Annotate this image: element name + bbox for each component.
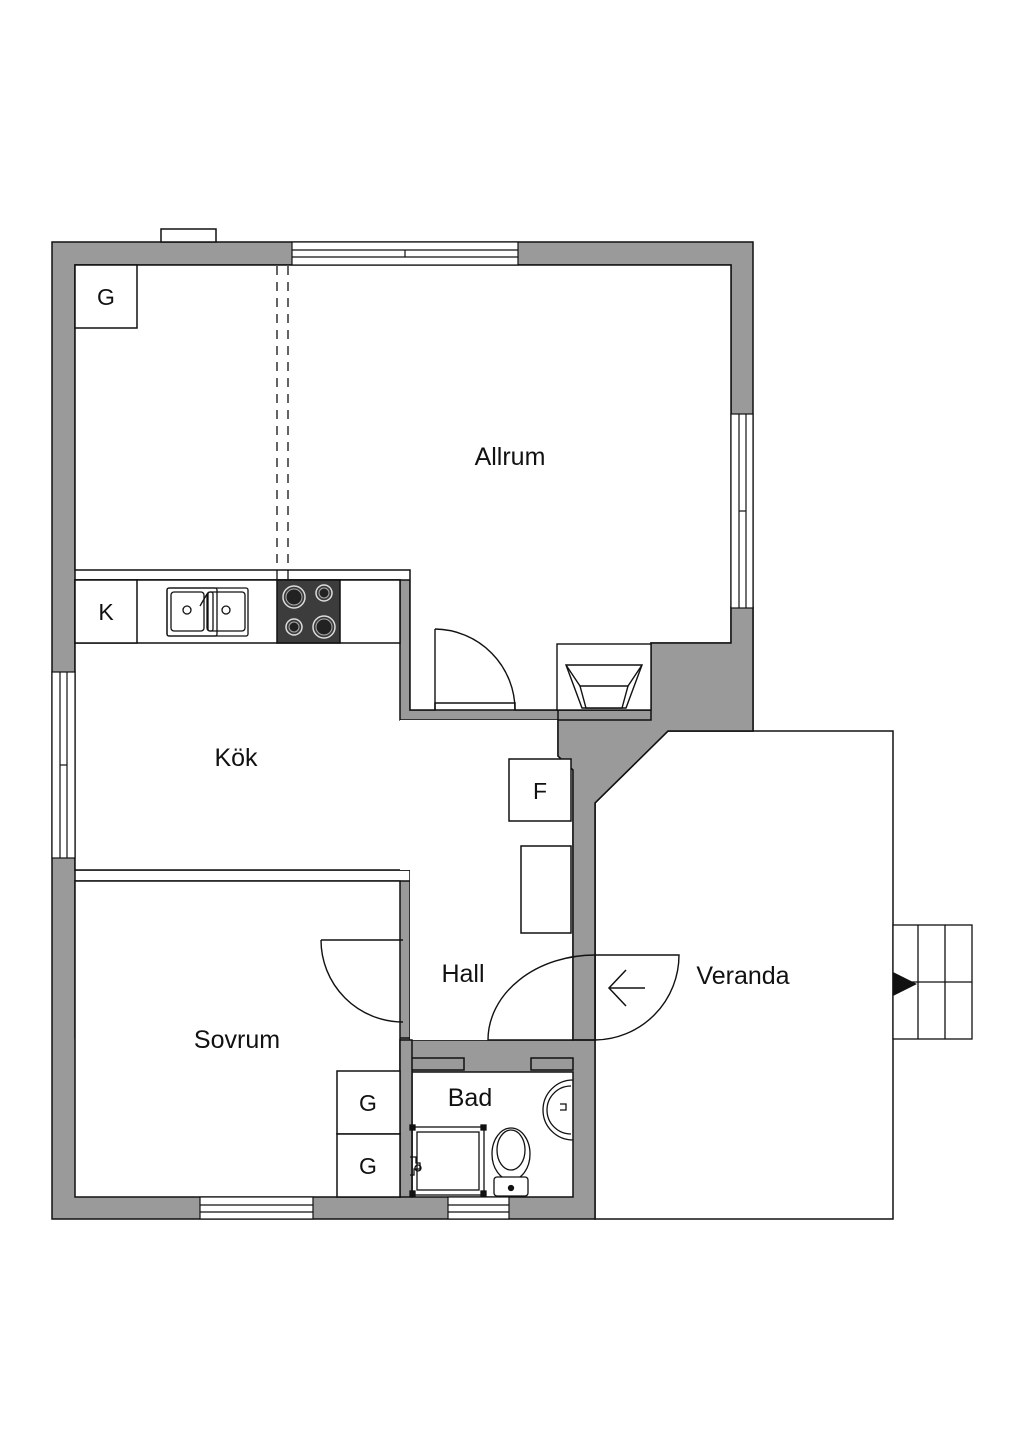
toilet-icon bbox=[491, 1127, 531, 1197]
window-left-kok bbox=[51, 671, 76, 859]
wardrobe-sovrum-2-box bbox=[336, 1133, 401, 1198]
bad-floor bbox=[411, 1071, 574, 1198]
room-label-allrum: Allrum bbox=[475, 443, 546, 471]
room-label-kok: Kök bbox=[214, 744, 258, 772]
room-label-hall: Hall bbox=[441, 960, 484, 988]
window-bottom-bad bbox=[447, 1196, 510, 1220]
washbasin-icon bbox=[542, 1079, 574, 1141]
freezer-box bbox=[508, 758, 572, 822]
wardrobe-sovrum-1-label: G bbox=[359, 1090, 377, 1116]
door-hall-sovrum bbox=[320, 939, 404, 1023]
fireplace-icon bbox=[556, 643, 652, 711]
fridge-label: K bbox=[98, 599, 114, 625]
bad-wall-stub-right bbox=[530, 1057, 574, 1071]
chimney-stack bbox=[160, 228, 217, 243]
window-bottom-sovrum bbox=[199, 1196, 314, 1220]
window-top-allrum bbox=[291, 241, 519, 266]
stove-icon bbox=[276, 579, 341, 644]
hall-cabinet bbox=[520, 845, 572, 934]
room-label-sovrum: Sovrum bbox=[194, 1026, 280, 1054]
room-label-veranda: Veranda bbox=[696, 962, 789, 990]
dashed-room-divider bbox=[276, 266, 289, 580]
shower-icon bbox=[409, 1124, 487, 1197]
wardrobe-sovrum-2-label: G bbox=[359, 1153, 377, 1179]
window-right-allrum bbox=[730, 413, 754, 609]
veranda-entry-arrow-icon bbox=[893, 972, 917, 996]
fridge-box bbox=[74, 579, 138, 644]
door-entrance bbox=[487, 954, 680, 1041]
freezer-label: F bbox=[533, 778, 547, 804]
bad-left-wall bbox=[399, 1039, 413, 1198]
sink-icon bbox=[166, 587, 249, 637]
wardrobe-allrum-label: G bbox=[97, 284, 115, 310]
wardrobe-allrum-box bbox=[74, 264, 138, 329]
door-kok-allrum bbox=[434, 628, 516, 711]
room-label-bad: Bad bbox=[448, 1084, 492, 1112]
entrance-arrow-icon bbox=[607, 969, 645, 1007]
bad-wall-stub-left bbox=[409, 1057, 465, 1071]
wardrobe-sovrum-1-box bbox=[336, 1070, 401, 1135]
